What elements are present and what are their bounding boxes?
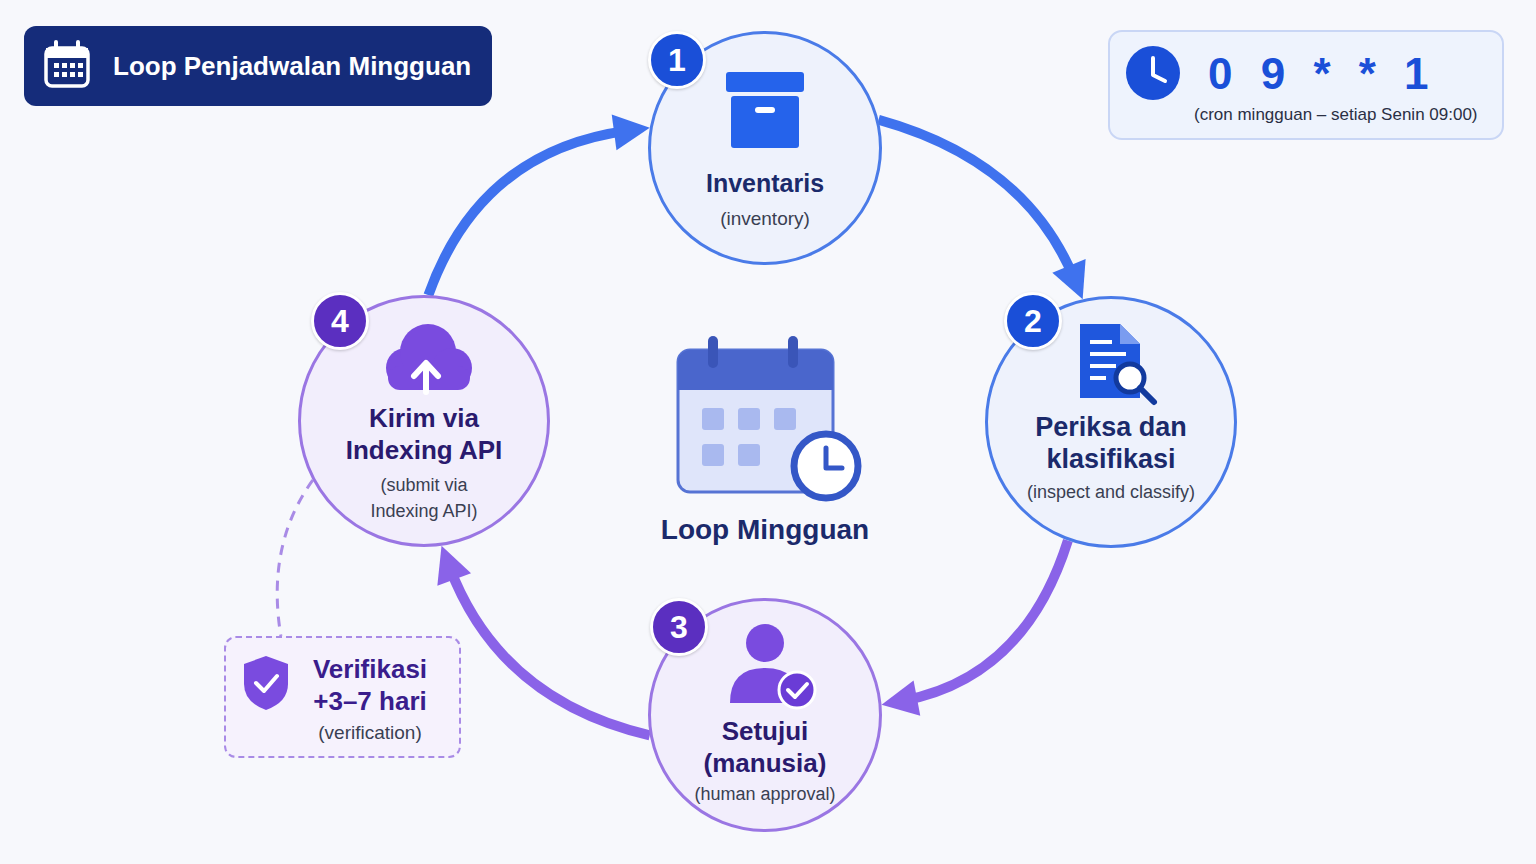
node-subtitle: (inspect and classify) — [1027, 481, 1195, 504]
flow-arrow — [428, 131, 628, 295]
node-subtitle: (inventory) — [720, 207, 810, 231]
dashed-connector — [277, 480, 313, 636]
node-heading: Verifikasi +3–7 hari — [295, 653, 445, 717]
node-content: 0 9 * * 1 (cron mingguan – setiap Senin 0… — [1110, 32, 1502, 138]
node-heading: 0 9 * * 1 — [1208, 46, 1437, 101]
note-box: Verifikasi +3–7 hari (verification) — [224, 636, 461, 758]
title-calendar-icon — [46, 42, 88, 86]
node-content: Verifikasi +3–7 hari (verification) — [295, 638, 445, 745]
node-subtitle: (human approval) — [694, 783, 835, 806]
title-badge: Loop Penjadwalan Mingguan — [24, 26, 492, 106]
node-subtitle: (verification) — [318, 721, 421, 745]
flow-arrow — [449, 566, 650, 735]
node-subtitle: (cron mingguan – setiap Senin 09:00) — [1194, 104, 1478, 125]
callout-number: 1 — [648, 31, 706, 89]
node-subtitle: (submit via Indexing API) — [349, 472, 499, 524]
callout-number: 3 — [650, 598, 708, 656]
flow-arrow — [879, 120, 1075, 279]
schedule-box: 0 9 * * 1 (cron mingguan – setiap Senin 0… — [1108, 30, 1504, 140]
callout-number: 2 — [1004, 292, 1062, 350]
diagram-title: Loop Penjadwalan Mingguan — [113, 50, 471, 83]
node-heading: Periksa dan klasifikasi — [1011, 411, 1211, 475]
flow-arrow — [903, 540, 1068, 700]
node-heading: Kirim via Indexing API — [329, 402, 519, 466]
center-label: Loop Mingguan — [600, 510, 930, 550]
center-calendar-icon — [678, 336, 858, 498]
node-heading: Setujui (manusia) — [690, 715, 840, 779]
node-heading: Inventaris — [706, 168, 824, 199]
callout-number: 4 — [311, 292, 369, 350]
